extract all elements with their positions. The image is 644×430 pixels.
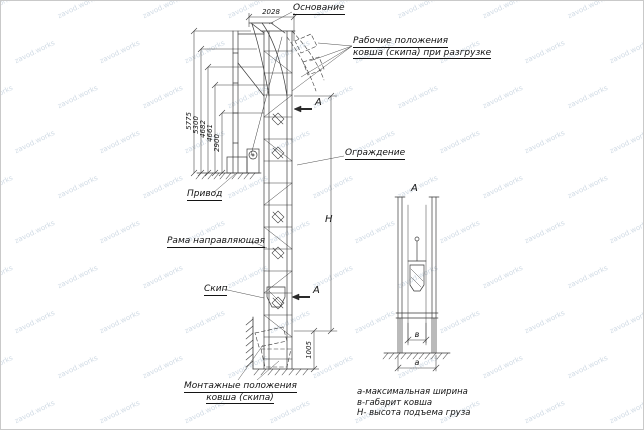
- label-drive: Привод: [187, 189, 223, 201]
- label-working-positions-line1: Рабочие положения: [353, 36, 449, 48]
- section-view-linework: [382, 196, 451, 372]
- legend-note-max-width: а-максимальная ширина: [357, 387, 468, 397]
- dim-top-width: 2028: [262, 8, 280, 16]
- dim-section-inner: в: [415, 330, 420, 339]
- bucket-mounting-positions: [254, 326, 292, 368]
- legend-notes: а-максимальная ширина в-габарит ковша Н-…: [357, 387, 470, 419]
- dim-height-3: 4682: [199, 120, 207, 138]
- legend-note-bucket-size: в-габарит ковша: [357, 397, 433, 408]
- hoist-rope: [250, 36, 283, 156]
- leader-lines: [212, 11, 353, 381]
- skip-bucket: [266, 286, 286, 308]
- label-mounting-positions-line2: ковша (скипа): [206, 392, 274, 404]
- label-working-positions: Рабочие положения ковша (скипа) при разг…: [353, 36, 492, 59]
- label-guide-frame: Рама направляющая: [167, 236, 266, 248]
- section-view-title: А: [410, 183, 418, 194]
- dim-lift-height-symbol: H: [325, 214, 333, 225]
- dim-height-1: 5775: [185, 112, 193, 130]
- section-letter-bottom: А: [312, 285, 320, 296]
- mast-rungs: [263, 50, 293, 360]
- label-fence: Ограждение: [345, 148, 406, 160]
- section-cut-marks: [291, 105, 312, 301]
- dim-height-2: 5300: [192, 116, 200, 134]
- dimension-lines: [190, 13, 337, 373]
- main-view-linework: [195, 22, 338, 376]
- head-frame: [248, 22, 288, 97]
- ground-upper: [195, 172, 262, 180]
- drive-unit: [226, 148, 260, 174]
- fence-mesh-symbols: [271, 112, 285, 310]
- label-skip-text: Скип: [204, 284, 228, 296]
- label-base-text: Основание: [293, 3, 345, 15]
- dim-height-5: 2900: [213, 134, 221, 152]
- dim-height-4: 4661: [206, 124, 214, 142]
- label-skip: Скип: [204, 284, 228, 296]
- label-base: Основание: [293, 3, 345, 15]
- section-letter-top: А: [314, 97, 322, 108]
- section-dimensions: [394, 322, 440, 372]
- bucket-discharge-positions: [286, 30, 325, 92]
- label-guide-frame-text: Рама направляющая: [167, 236, 266, 248]
- label-working-positions-line2: ковша (скипа) при разгрузке: [353, 47, 492, 59]
- label-mounting-positions-line1: Монтажные положения: [184, 381, 297, 393]
- dimension-texts: 2028 5775 5300 4682 4661 2900 1005 H А А…: [185, 8, 420, 367]
- section-ground: [382, 352, 451, 360]
- label-mounting-positions: Монтажные положения ковша (скипа): [184, 381, 297, 404]
- mast-lattice: [263, 50, 293, 338]
- label-drive-text: Привод: [187, 189, 223, 201]
- dim-section-outer: а: [415, 358, 420, 367]
- legend-note-lift-height: Н- высота подъема груза: [357, 408, 471, 418]
- dim-pit-depth: 1005: [305, 341, 313, 359]
- section-skip-bucket: [407, 236, 427, 292]
- support-column: [232, 30, 265, 174]
- pit: [245, 316, 314, 376]
- label-fence-text: Ограждение: [345, 148, 406, 160]
